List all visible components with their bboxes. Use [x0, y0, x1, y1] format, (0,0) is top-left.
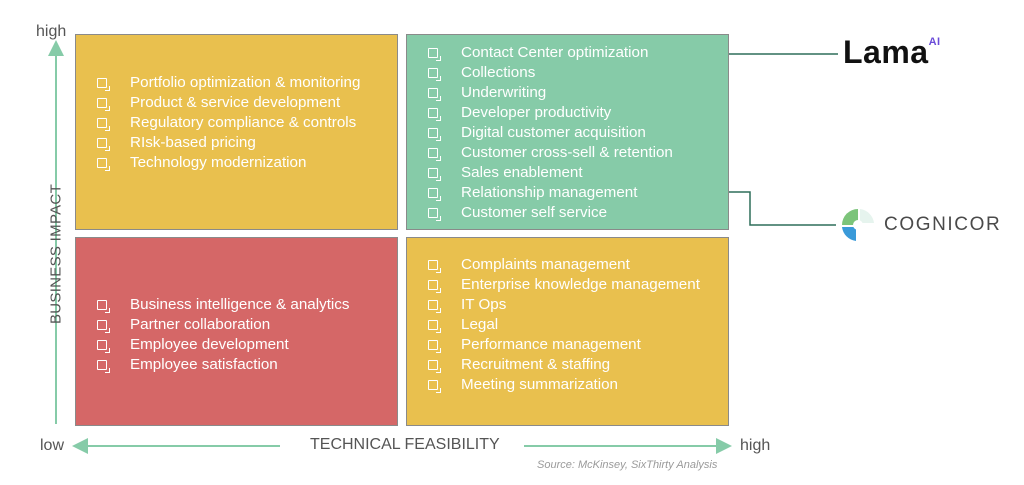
- list-item-label: Digital customer acquisition: [461, 124, 646, 141]
- list-item: Complaints management: [425, 255, 731, 275]
- checkbox-icon: [428, 148, 441, 161]
- x-axis-high-label: high: [740, 437, 771, 454]
- checkbox-icon: [428, 188, 441, 201]
- checkbox-icon: [428, 280, 441, 293]
- list-item-label: Collections: [461, 64, 536, 81]
- list-item: Meeting summarization: [425, 375, 731, 395]
- list-item-label: Underwriting: [461, 84, 547, 101]
- list-item: Sales enablement: [425, 163, 731, 183]
- list-item-label: Customer self service: [461, 204, 608, 221]
- list-item: Customer cross-sell & retention: [425, 143, 731, 163]
- list-item-label: Sales enablement: [461, 164, 583, 181]
- list-item-label: Contact Center optimization: [461, 44, 649, 61]
- list-item-label: Relationship management: [461, 184, 638, 201]
- list-item: Digital customer acquisition: [425, 123, 731, 143]
- lama-logo-ai-sup: AI: [928, 36, 941, 49]
- list-item: Relationship management: [425, 183, 731, 203]
- checkbox-icon: [428, 68, 441, 81]
- list-item-label: Portfolio optimization & monitoring: [130, 74, 361, 91]
- y-axis-high-label: high: [36, 23, 67, 40]
- list-item: Portfolio optimization & monitoring: [94, 73, 400, 93]
- checkbox-icon: [428, 128, 441, 141]
- list-item: RIsk-based pricing: [94, 133, 400, 153]
- checkbox-icon: [428, 380, 441, 393]
- list-item-label: RIsk-based pricing: [130, 134, 256, 151]
- list-item-label: Developer productivity: [461, 104, 612, 121]
- list-item: Customer self service: [425, 203, 731, 223]
- x-axis-low-label: low: [40, 437, 65, 454]
- checkbox-icon: [428, 208, 441, 221]
- list-item: Product & service development: [94, 93, 400, 113]
- list-item-label: Recruitment & staffing: [461, 356, 611, 373]
- list-item: Underwriting: [425, 83, 731, 103]
- checkbox-icon: [97, 320, 110, 333]
- list-item-label: Business intelligence & analytics: [130, 296, 350, 313]
- checkbox-icon: [97, 300, 110, 313]
- list-item: Business intelligence & analytics: [94, 295, 400, 315]
- checkbox-icon: [428, 300, 441, 313]
- list-item: Contact Center optimization: [425, 43, 731, 63]
- cognicor-logo: COGNICOR: [838, 205, 1001, 245]
- checkbox-icon: [428, 340, 441, 353]
- checkbox-icon: [428, 360, 441, 373]
- list-item: Collections: [425, 63, 731, 83]
- list-item-label: Legal: [461, 316, 499, 333]
- checkbox-icon: [97, 78, 110, 91]
- lama-ai-logo: LamaAI: [843, 34, 941, 71]
- cognicor-logo-text: COGNICOR: [884, 214, 1002, 235]
- list-item: Regulatory compliance & controls: [94, 113, 400, 133]
- checkbox-icon: [428, 108, 441, 121]
- checkbox-icon: [428, 48, 441, 61]
- checkbox-icon: [428, 168, 441, 181]
- y-axis-title: BUSINESS IMPACT: [47, 183, 65, 325]
- list-item-label: Partner collaboration: [130, 316, 271, 333]
- list-item: Enterprise knowledge management: [425, 275, 731, 295]
- list-item: Developer productivity: [425, 103, 731, 123]
- list-item-label: Technology modernization: [130, 154, 307, 171]
- list-item-label: Employee development: [130, 336, 289, 353]
- list-item: Employee development: [94, 335, 400, 355]
- source-note: Source: McKinsey, SixThirty Analysis: [537, 459, 718, 471]
- list-item-label: Customer cross-sell & retention: [461, 144, 673, 161]
- list-item-label: Meeting summarization: [461, 376, 618, 393]
- checkbox-icon: [428, 320, 441, 333]
- list-item: Employee satisfaction: [94, 355, 400, 375]
- checkbox-icon: [97, 118, 110, 131]
- list-item-label: Employee satisfaction: [130, 356, 278, 373]
- checkbox-icon: [428, 88, 441, 101]
- list-item: IT Ops: [425, 295, 731, 315]
- list-item: Legal: [425, 315, 731, 335]
- x-axis-title: TECHNICAL FEASIBILITY: [310, 436, 500, 453]
- checkbox-icon: [97, 360, 110, 373]
- list-item-label: IT Ops: [461, 296, 507, 313]
- checkbox-icon: [97, 138, 110, 151]
- lama-logo-text: Lama: [843, 34, 929, 70]
- list-item: Recruitment & staffing: [425, 355, 731, 375]
- checkbox-icon: [97, 340, 110, 353]
- list-item-label: Performance management: [461, 336, 641, 353]
- checkbox-icon: [97, 98, 110, 111]
- list-item: Partner collaboration: [94, 315, 400, 335]
- checkbox-icon: [97, 158, 110, 171]
- list-item-label: Complaints management: [461, 256, 630, 273]
- list-item-label: Regulatory compliance & controls: [130, 114, 357, 131]
- list-item-label: Enterprise knowledge management: [461, 276, 700, 293]
- cognicor-mark-icon: [842, 209, 874, 241]
- checkbox-icon: [428, 260, 441, 273]
- list-item-label: Product & service development: [130, 94, 341, 111]
- list-item: Technology modernization: [94, 153, 400, 173]
- list-item: Performance management: [425, 335, 731, 355]
